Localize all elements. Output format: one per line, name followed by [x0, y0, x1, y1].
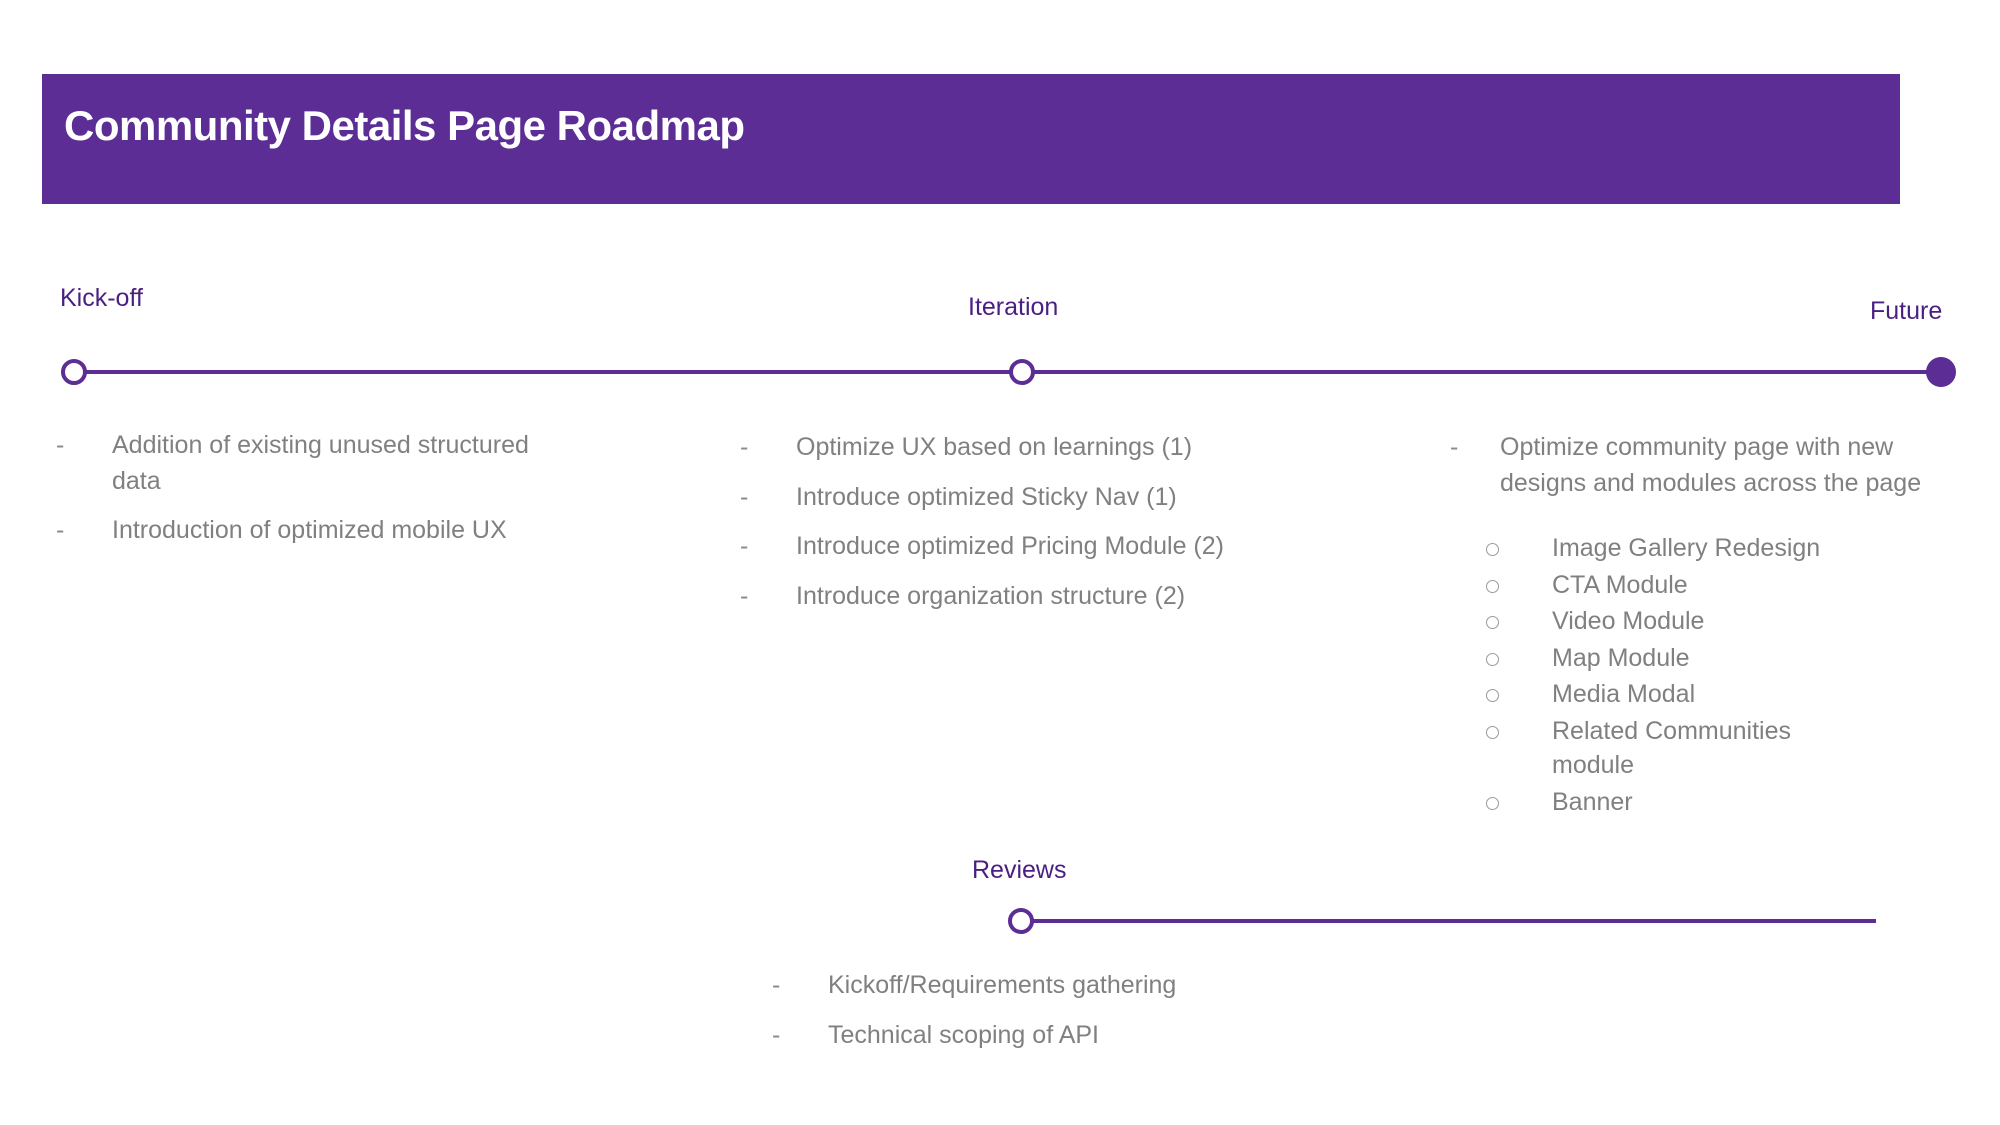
bullet-dash-icon: -	[740, 482, 749, 511]
phase-content-reviews: - Kickoff/Requirements gathering - Techn…	[772, 968, 1412, 1067]
phase-content-future: - Optimize community page with new desig…	[1450, 430, 1970, 821]
sub-bullet-text: Related Communities module	[1552, 716, 1791, 780]
bullet-text: Introduce optimized Pricing Module (2)	[796, 532, 1224, 560]
list-item: Media Modal	[1486, 677, 1970, 712]
hollow-circle-icon	[1486, 568, 1552, 593]
phase-content-kick-off: - Addition of existing unused structured…	[56, 428, 656, 563]
bullet-dash-icon: -	[772, 971, 781, 999]
list-item: - Technical scoping of API	[772, 1018, 1412, 1054]
phase-label-future: Future	[1870, 297, 1943, 325]
bullet-dash-icon: -	[740, 433, 749, 461]
timeline-marker-reviews[interactable]	[1008, 908, 1034, 934]
hollow-circle-icon	[1486, 714, 1552, 739]
bullet-text: Kickoff/Requirements gathering	[828, 971, 1177, 999]
list-item: - Kickoff/Requirements gathering	[772, 968, 1412, 1004]
bullet-dash-icon: -	[56, 516, 65, 544]
phase-label-iteration: Iteration	[968, 293, 1059, 321]
main-timeline-track	[74, 370, 1942, 374]
sub-bullet-text: Map Module	[1552, 643, 1690, 672]
list-item: Video Module	[1486, 604, 1970, 639]
phase-content-iteration: - Optimize UX based on learnings (1) - I…	[740, 430, 1360, 628]
hollow-circle-icon	[1486, 641, 1552, 666]
list-item: CTA Module	[1486, 568, 1970, 603]
bullet-text: Optimize community page with new designs…	[1500, 433, 1922, 497]
bullet-text: Introduce organization structure (2)	[796, 581, 1186, 610]
list-item: - Introduce optimized Pricing Module (2)	[740, 529, 1360, 565]
bullet-text: Technical scoping of API	[828, 1020, 1099, 1049]
list-item: Image Gallery Redesign	[1486, 531, 1970, 566]
list-item: - Introduce organization structure (2)	[740, 579, 1360, 615]
sub-bullet-text: Banner	[1552, 787, 1633, 816]
hollow-circle-icon	[1486, 785, 1552, 810]
bullet-text: Introduce optimized Sticky Nav (1)	[796, 482, 1177, 511]
phase-label-kick-off: Kick-off	[60, 284, 143, 312]
page-title: Community Details Page Roadmap	[64, 102, 745, 149]
phase-label-reviews: Reviews	[972, 856, 1067, 884]
bullet-dash-icon: -	[772, 1020, 781, 1049]
bullet-dash-icon: -	[1450, 433, 1459, 461]
timeline-marker-future[interactable]	[1926, 357, 1956, 387]
list-item: - Optimize community page with new desig…	[1450, 430, 1970, 501]
sub-bullet-text: CTA Module	[1552, 570, 1688, 599]
timeline-marker-iteration[interactable]	[1009, 359, 1035, 385]
future-module-list: Image Gallery Redesign CTA Module Video …	[1486, 531, 1970, 819]
bullet-dash-icon: -	[740, 581, 749, 610]
bullet-dash-icon: -	[56, 431, 65, 459]
list-item: - Optimize UX based on learnings (1)	[740, 430, 1360, 466]
hollow-circle-icon	[1486, 677, 1552, 702]
sub-bullet-text: Video Module	[1552, 607, 1705, 635]
list-item: - Introduction of optimized mobile UX	[56, 513, 656, 549]
reviews-timeline-track	[1021, 919, 1876, 923]
bullet-text: Addition of existing unused structured d…	[112, 431, 529, 495]
header-banner: Community Details Page Roadmap	[42, 74, 1900, 204]
list-item: - Addition of existing unused structured…	[56, 428, 656, 499]
bullet-dash-icon: -	[740, 532, 749, 560]
sub-bullet-text: Media Modal	[1552, 680, 1696, 708]
list-item: Banner	[1486, 785, 1970, 820]
list-item: Map Module	[1486, 641, 1970, 676]
hollow-circle-icon	[1486, 531, 1552, 556]
list-item: Related Communities module	[1486, 714, 1970, 783]
bullet-text: Optimize UX based on learnings (1)	[796, 433, 1193, 461]
sub-bullet-text: Image Gallery Redesign	[1552, 534, 1821, 562]
bullet-text: Introduction of optimized mobile UX	[112, 516, 507, 544]
hollow-circle-icon	[1486, 604, 1552, 629]
timeline-marker-kick-off[interactable]	[61, 359, 87, 385]
list-item: - Introduce optimized Sticky Nav (1)	[740, 480, 1360, 516]
